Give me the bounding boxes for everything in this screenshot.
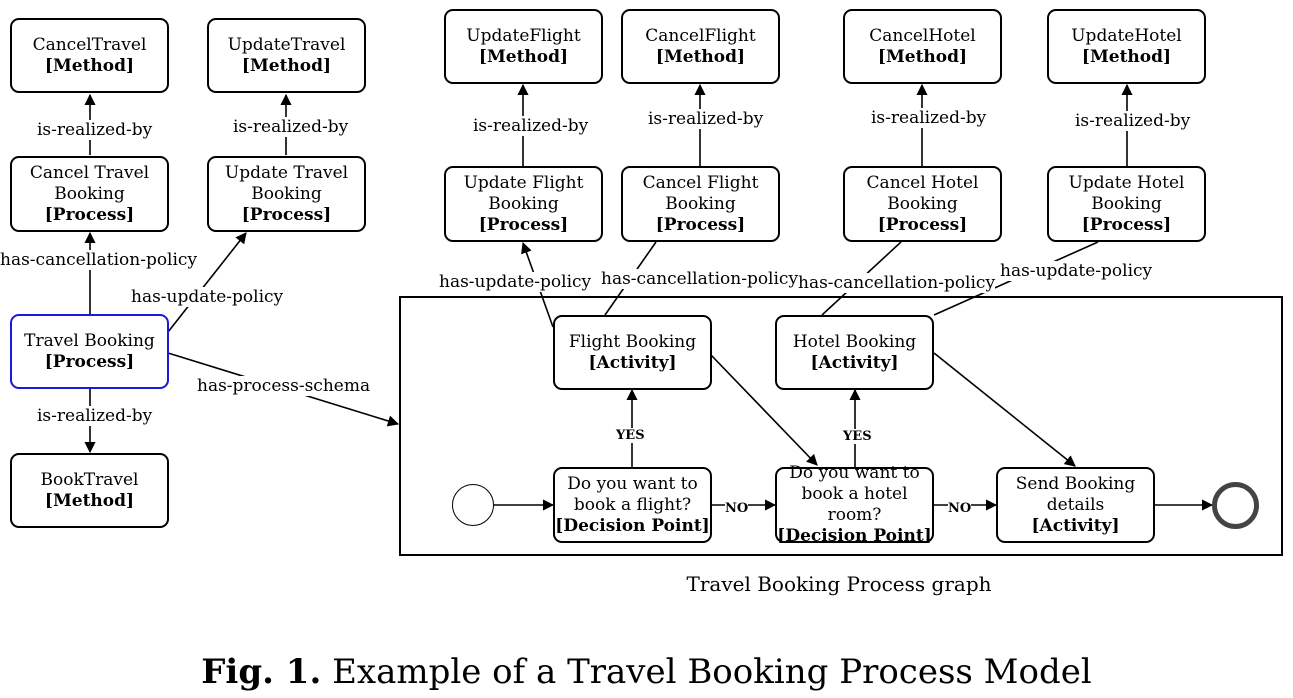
node-hotel-booking-activity[interactable]: Hotel Booking [Activity] (775, 315, 934, 390)
node-name: CancelTravel (32, 34, 147, 55)
node-kind: [Activity] (810, 352, 899, 373)
label-no-hotel: NO (948, 501, 972, 516)
node-line1: Cancel Hotel (866, 172, 979, 193)
node-send-booking-details[interactable]: Send Booking details [Activity] (996, 467, 1155, 543)
node-line2: Booking (488, 193, 559, 214)
node-kind: [Process] (44, 204, 135, 225)
node-flight-decision[interactable]: Do you want to book a flight? [Decision … (553, 467, 712, 543)
node-line1: Do you want to (789, 463, 920, 483)
node-name: UpdateFlight (466, 25, 581, 46)
label-is-realized-by-update-travel: is-realized-by (233, 117, 349, 137)
node-line2: book a hotel room? (801, 484, 908, 525)
node-update-travel-booking[interactable]: Update Travel Booking [Process] (207, 156, 366, 232)
label-yes-hotel: YES (843, 429, 872, 444)
node-update-flight-booking[interactable]: Update Flight Booking [Process] (444, 166, 603, 242)
process-graph-frame (399, 296, 1283, 556)
node-line1: Cancel Flight (642, 172, 759, 193)
node-line2: Booking (251, 183, 322, 204)
label-is-realized-by-cancel-flight: is-realized-by (648, 109, 764, 129)
node-name: Flight Booking (568, 331, 697, 352)
node-kind: [Method] (1081, 46, 1172, 67)
node-kind: [Activity] (1031, 515, 1120, 536)
node-cancel-flight-method[interactable]: CancelFlight [Method] (621, 9, 780, 84)
node-line2: details (1046, 494, 1105, 515)
label-has-update-policy-travel: has-update-policy (131, 287, 284, 307)
node-name: CancelHotel (869, 25, 976, 46)
node-update-hotel-method[interactable]: UpdateHotel [Method] (1047, 9, 1206, 84)
node-cancel-hotel-method[interactable]: CancelHotel [Method] (843, 9, 1002, 84)
node-kind: [Process] (1081, 214, 1172, 235)
node-line1: Update Hotel (1068, 172, 1185, 193)
label-has-cancellation-policy-travel: has-cancellation-policy (0, 250, 198, 270)
label-is-realized-by-book-travel: is-realized-by (37, 406, 153, 426)
label-yes-flight: YES (616, 428, 645, 443)
node-kind: [Method] (44, 490, 135, 511)
end-event[interactable] (1212, 482, 1259, 529)
figure-caption: Fig. 1. Example of a Travel Booking Proc… (0, 652, 1293, 692)
node-line1: Send Booking (1015, 473, 1136, 494)
node-line2: Booking (665, 193, 736, 214)
edge-hotel-activity-to-send (933, 352, 1076, 467)
label-is-realized-by-update-flight: is-realized-by (473, 116, 589, 136)
node-kind: [Decision Point] (777, 526, 932, 546)
node-line1: Cancel Travel (29, 162, 150, 183)
label-has-cancellation-policy-hotel: has-cancellation-policy (798, 273, 996, 293)
node-book-travel-method[interactable]: BookTravel [Method] (10, 453, 169, 528)
node-kind: [Method] (478, 46, 569, 67)
node-name: BookTravel (40, 469, 139, 490)
node-cancel-hotel-booking[interactable]: Cancel Hotel Booking [Process] (843, 166, 1002, 242)
node-kind: [Process] (241, 204, 332, 225)
node-line2: Booking (54, 183, 125, 204)
node-kind: [Method] (655, 46, 746, 67)
label-no-flight: NO (725, 501, 749, 516)
edge-flight-activity-to-hotel-decision (710, 354, 818, 466)
node-kind: [Method] (877, 46, 968, 67)
label-is-realized-by-cancel-travel: is-realized-by (37, 120, 153, 140)
edge-travel-update-policy (167, 232, 247, 333)
node-update-hotel-booking[interactable]: Update Hotel Booking [Process] (1047, 166, 1206, 242)
node-line1: Update Travel (224, 162, 349, 183)
node-name: Hotel Booking (792, 331, 917, 352)
node-line2: Booking (1091, 193, 1162, 214)
node-line2: book a flight? (573, 494, 692, 515)
figure-number: Fig. 1. (201, 652, 322, 692)
label-has-update-policy-hotel: has-update-policy (1000, 261, 1153, 281)
node-name: CancelFlight (645, 25, 756, 46)
node-kind: [Method] (44, 55, 135, 76)
node-name: UpdateTravel (227, 34, 346, 55)
node-name: Travel Booking (24, 330, 155, 351)
node-line2: Booking (887, 193, 958, 214)
process-graph-title: Travel Booking Process graph (686, 572, 992, 596)
node-kind: [Process] (655, 214, 746, 235)
node-line1: Do you want to (567, 473, 698, 494)
figure-caption-text: Example of a Travel Booking Process Mode… (332, 652, 1092, 692)
node-cancel-travel-booking[interactable]: Cancel Travel Booking [Process] (10, 156, 169, 232)
node-kind: [Activity] (588, 352, 677, 373)
node-kind: [Process] (478, 214, 569, 235)
node-update-travel-method[interactable]: UpdateTravel [Method] (207, 18, 366, 93)
label-has-update-policy-flight: has-update-policy (439, 272, 592, 292)
node-kind: [Process] (877, 214, 968, 235)
label-has-cancellation-policy-flight: has-cancellation-policy (601, 269, 799, 289)
label-is-realized-by-update-hotel: is-realized-by (1075, 111, 1191, 131)
label-has-process-schema: has-process-schema (197, 376, 371, 396)
start-event[interactable] (452, 484, 494, 526)
node-name: UpdateHotel (1071, 25, 1182, 46)
label-is-realized-by-cancel-hotel: is-realized-by (871, 108, 987, 128)
node-kind: [Decision Point] (555, 515, 710, 536)
node-update-flight-method[interactable]: UpdateFlight [Method] (444, 9, 603, 84)
node-hotel-decision[interactable]: Do you want to book a hotel room? [Decis… (775, 463, 934, 546)
node-cancel-travel-method[interactable]: CancelTravel [Method] (10, 18, 169, 93)
node-flight-booking-activity[interactable]: Flight Booking [Activity] (553, 315, 712, 390)
node-travel-booking[interactable]: Travel Booking [Process] (10, 314, 169, 389)
node-line1: Update Flight (463, 172, 584, 193)
node-kind: [Process] (44, 351, 135, 372)
node-kind: [Method] (241, 55, 332, 76)
node-cancel-flight-booking[interactable]: Cancel Flight Booking [Process] (621, 166, 780, 242)
